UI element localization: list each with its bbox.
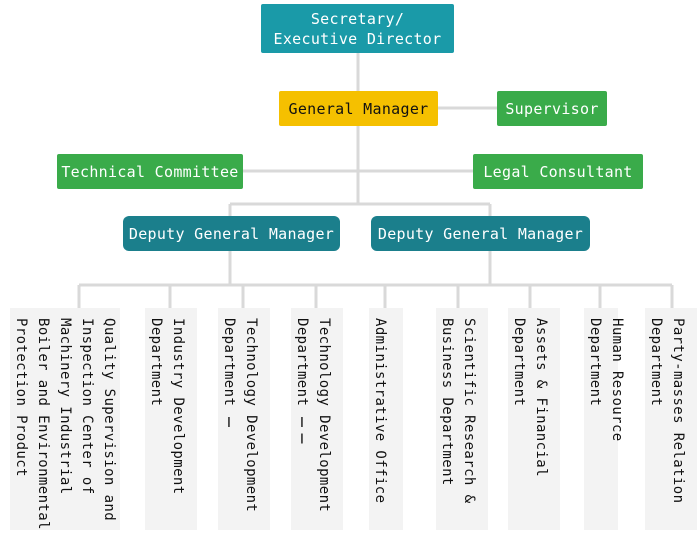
deputy-general-manager-label: Deputy General Manager [377,224,584,243]
executive-director-label: Secretary/ Executive Director [273,9,442,48]
deputy-general-manager-label: Deputy General Manager [128,224,335,243]
department-technology-development-2: Technology Development Department ⅠⅠ [291,308,343,530]
technical-committee-label: Technical Committee [61,162,239,181]
deputy-general-manager-box-2: Deputy General Manager [371,216,590,251]
department-label: Technology Development Department ⅠⅠ [294,318,332,513]
general-manager-label: General Manager [288,99,429,118]
department-scientific-research: Scientific Research & Business Departmen… [436,308,488,530]
connector-group [77,52,674,308]
supervisor-label: Supervisor [505,99,599,118]
department-label: Quality Supervision and Inspection Cente… [13,318,117,530]
legal-consultant-box: Legal Consultant [473,154,643,189]
department-label: Party-masses Relation Department [648,318,686,504]
deputy-general-manager-box-1: Deputy General Manager [123,216,340,251]
department-label: Technology Development Department Ⅰ [221,318,259,513]
department-quality-supervision: Quality Supervision and Inspection Cente… [10,308,120,530]
department-label: Scientific Research & Business Departmen… [439,318,477,504]
department-label: Administrative Office [372,318,388,504]
department-label: Industry Development Department [148,318,186,495]
technical-committee-box: Technical Committee [57,154,243,189]
legal-consultant-label: Legal Consultant [483,162,633,181]
department-technology-development-1: Technology Development Department Ⅰ [218,308,270,530]
department-industry-development: Industry Development Department [145,308,197,530]
general-manager-box: General Manager [279,91,438,126]
department-assets-financial: Assets & Financial Department [508,308,560,530]
department-party-masses-relation: Party-masses Relation Department [645,308,697,530]
supervisor-box: Supervisor [497,91,607,126]
department-label: Human Resource Department [587,318,625,442]
executive-director-box: Secretary/ Executive Director [261,4,454,53]
department-administrative-office: Administrative Office [369,308,403,530]
department-human-resource: Human Resource Department [584,308,625,530]
department-label: Assets & Financial Department [511,318,549,477]
